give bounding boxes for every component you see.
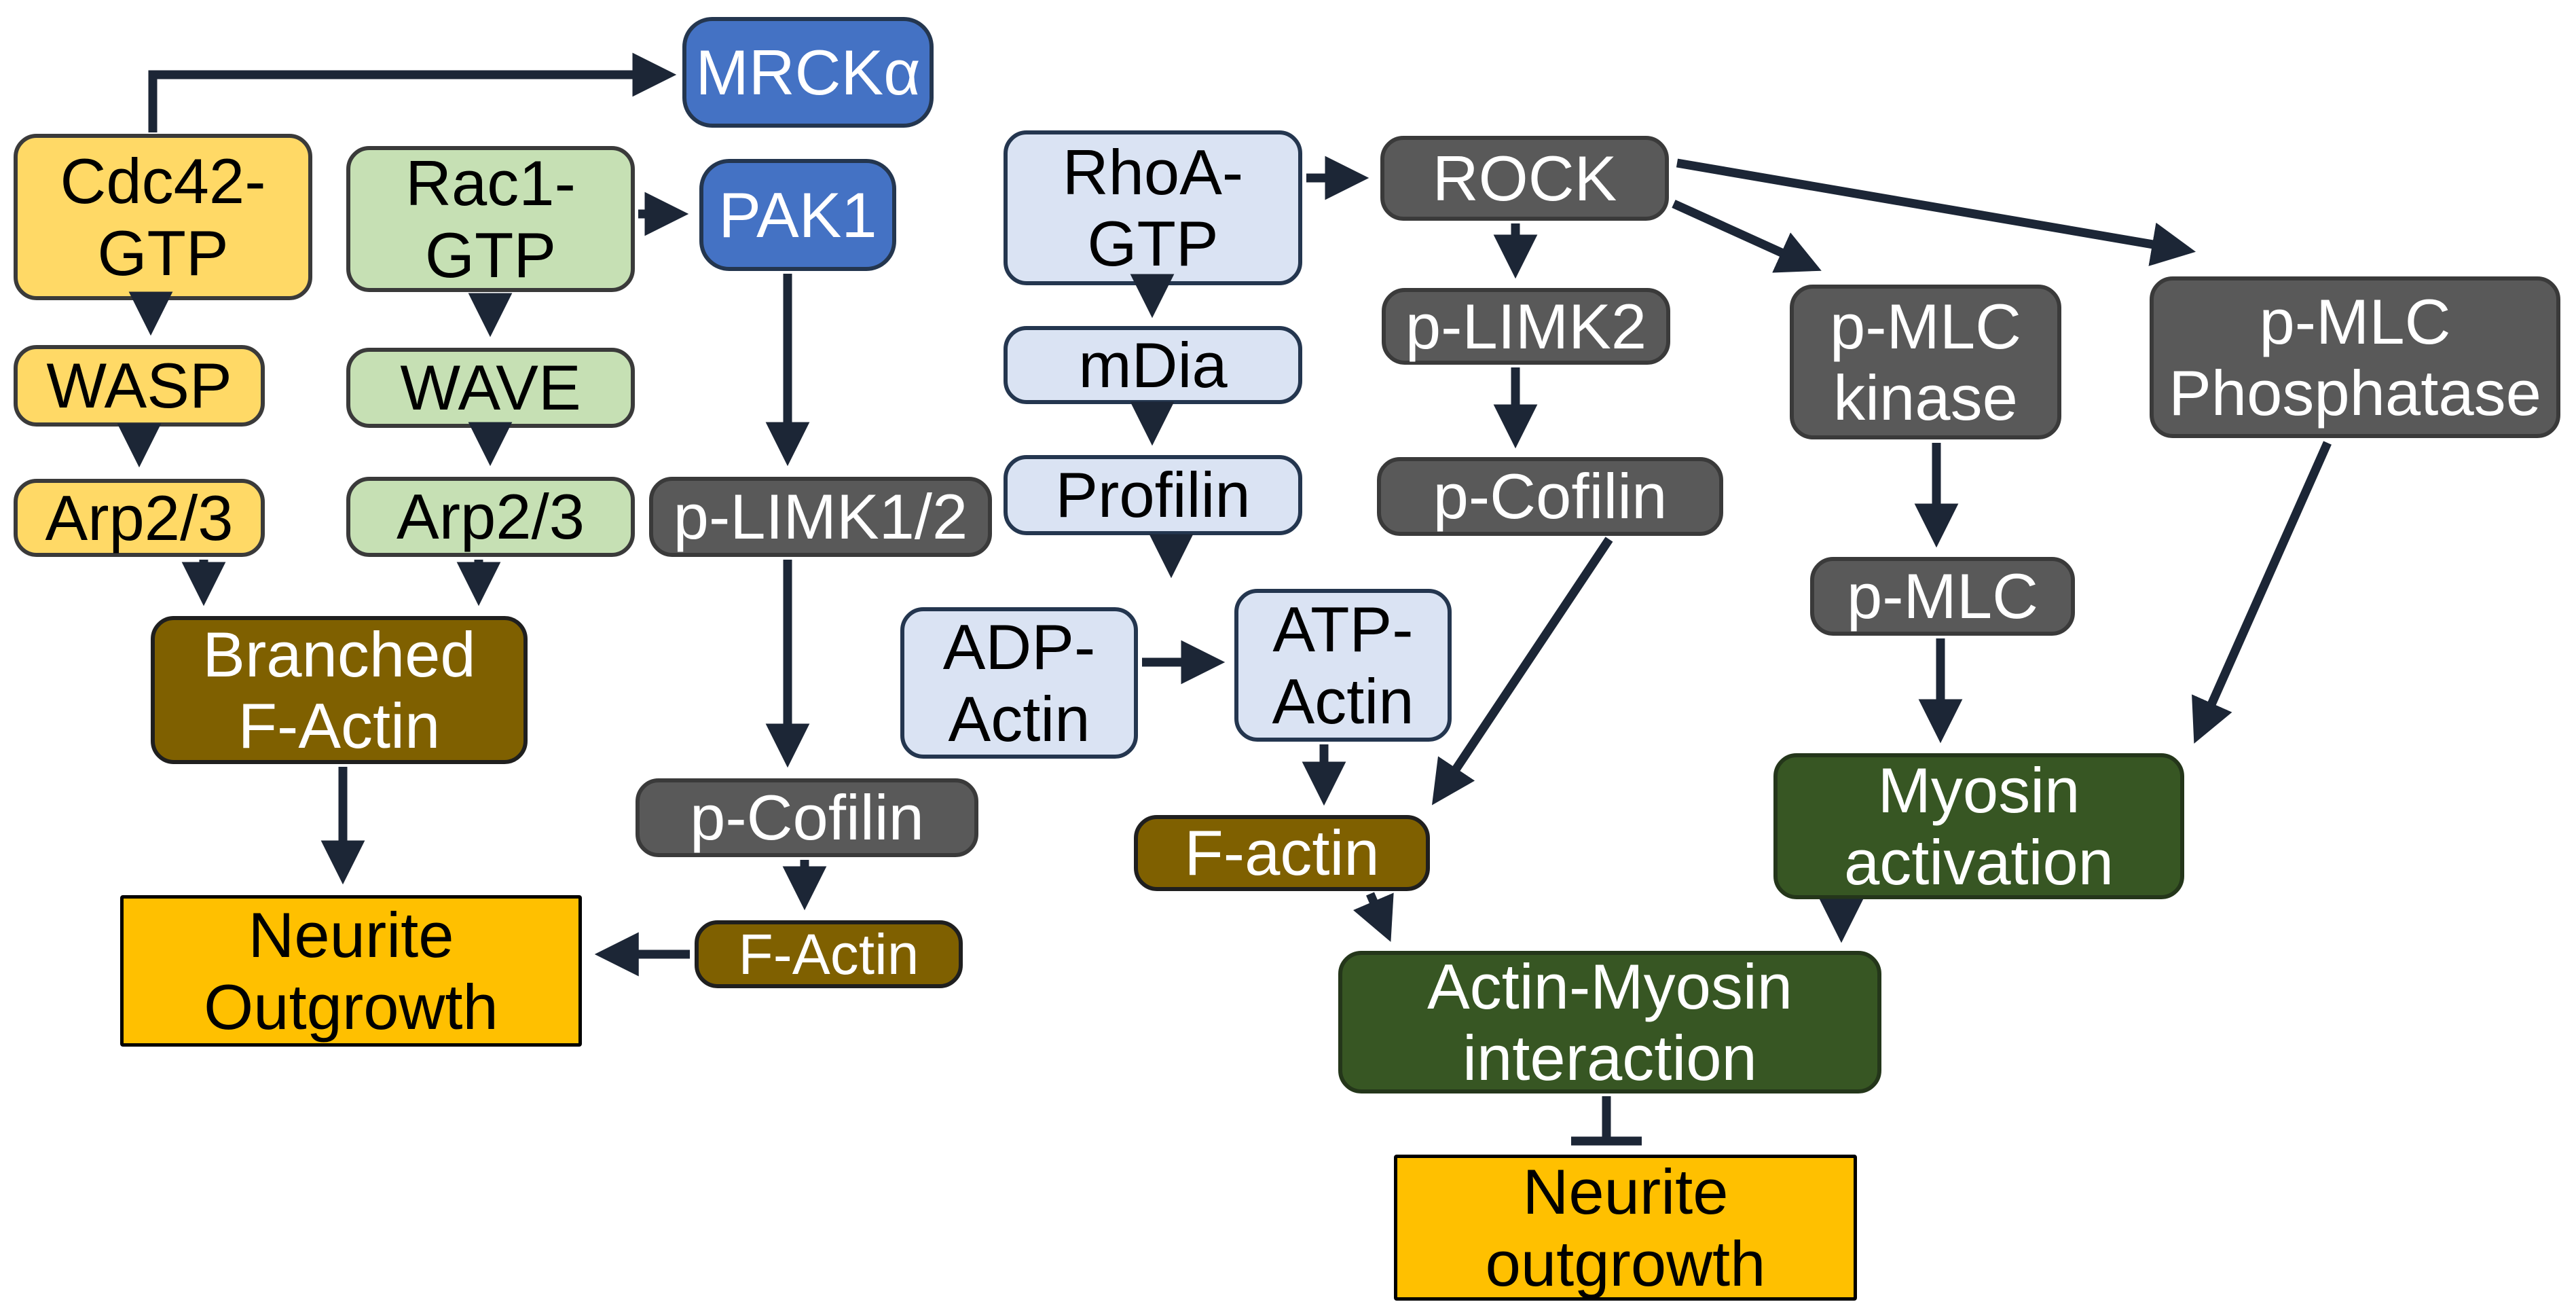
node-wasp-label: WASP — [46, 350, 232, 422]
node-p-mlc-label: p-MLC — [1846, 560, 2039, 632]
node-myosin-activation-label: Myosin activation — [1843, 755, 2114, 898]
node-p-cofilin-right: p-Cofilin — [1377, 457, 1723, 536]
arrow-cdc42-to-mrck — [148, 52, 677, 132]
node-p-cofilin-left: p-Cofilin — [636, 778, 978, 857]
arrow-pcofilin-right-to-factin-center — [1431, 537, 1613, 806]
arrow-rock-to-pmlc-kinase — [1672, 200, 1822, 273]
node-profilin-label: Profilin — [1055, 459, 1251, 531]
node-atp-actin: ATP- Actin — [1234, 589, 1452, 742]
node-p-limk2-label: p-LIMK2 — [1405, 290, 1647, 362]
node-arp23-left: Arp2/3 — [14, 479, 265, 557]
node-adp-actin-label: ADP- Actin — [942, 611, 1096, 755]
node-p-mlc: p-MLC — [1810, 557, 2075, 636]
node-branched-f-actin: Branched F-Actin — [151, 616, 528, 764]
node-p-limk12-label: p-LIMK1/2 — [673, 481, 968, 553]
node-cdc42-gtp-label: Cdc42- GTP — [60, 145, 266, 289]
node-rhoa-gtp-label: RhoA- GTP — [1062, 136, 1244, 279]
node-arp23-right: Arp2/3 — [346, 477, 635, 557]
arrow-rock-to-pmlc-phosphatase — [1676, 158, 2196, 266]
node-p-mlc-phosphatase: p-MLC Phosphatase — [2150, 276, 2560, 438]
node-wasp: WASP — [14, 345, 265, 427]
node-adp-actin: ADP- Actin — [900, 607, 1138, 759]
node-rock-label: ROCK — [1432, 142, 1617, 214]
node-actin-myosin-interaction-label: Actin-Myosin interaction — [1427, 950, 1793, 1093]
node-neurite-outgrowth-left: Neurite Outgrowth — [120, 895, 582, 1047]
node-p-mlc-phosphatase-label: p-MLC Phosphatase — [2169, 285, 2541, 429]
node-arp23-right-label: Arp2/3 — [397, 481, 585, 553]
node-p-cofilin-right-label: p-Cofilin — [1433, 460, 1668, 532]
node-rock: ROCK — [1380, 136, 1669, 221]
node-arp23-left-label: Arp2/3 — [45, 482, 234, 554]
node-profilin: Profilin — [1004, 455, 1302, 535]
node-mrck-alpha: MRCKα — [682, 17, 934, 128]
node-cdc42-gtp: Cdc42- GTP — [14, 134, 312, 300]
node-p-cofilin-left-label: p-Cofilin — [690, 782, 924, 854]
node-f-actin-small-label: F-Actin — [738, 922, 919, 986]
node-atp-actin-label: ATP- Actin — [1272, 594, 1414, 737]
node-rac1-gtp-label: Rac1- GTP — [405, 147, 576, 291]
node-p-limk12: p-LIMK1/2 — [649, 477, 992, 557]
node-myosin-activation: Myosin activation — [1773, 753, 2184, 899]
node-mdia: mDia — [1004, 326, 1302, 404]
node-p-mlc-kinase-label: p-MLC kinase — [1829, 290, 2022, 433]
node-f-actin-center: F-actin — [1134, 815, 1430, 891]
node-p-limk2: p-LIMK2 — [1382, 288, 1670, 365]
node-neurite-outgrowth-bottom-label: Neurite outgrowth — [1485, 1156, 1766, 1299]
node-p-mlc-kinase: p-MLC kinase — [1790, 285, 2061, 439]
node-pak1-label: PAK1 — [718, 179, 877, 251]
node-actin-myosin-interaction: Actin-Myosin interaction — [1338, 951, 1881, 1093]
node-f-actin-center-label: F-actin — [1184, 817, 1380, 889]
node-f-actin-small: F-Actin — [695, 920, 963, 988]
node-rhoa-gtp: RhoA- GTP — [1004, 130, 1302, 285]
node-mrck-alpha-label: MRCKα — [695, 36, 921, 108]
arrow-phosphatase-to-myosin — [2192, 441, 2332, 744]
node-wave-label: WAVE — [400, 352, 581, 424]
node-neurite-outgrowth-bottom: Neurite outgrowth — [1394, 1155, 1857, 1301]
arrow-factin-center-to-actin-myosin — [1353, 892, 1394, 942]
node-pak1: PAK1 — [699, 159, 896, 271]
node-wave: WAVE — [346, 348, 635, 428]
node-neurite-outgrowth-left-label: Neurite Outgrowth — [204, 899, 498, 1043]
node-rac1-gtp: Rac1- GTP — [346, 146, 635, 292]
node-branched-f-actin-label: Branched F-Actin — [202, 618, 476, 761]
node-mdia-label: mDia — [1078, 329, 1228, 401]
